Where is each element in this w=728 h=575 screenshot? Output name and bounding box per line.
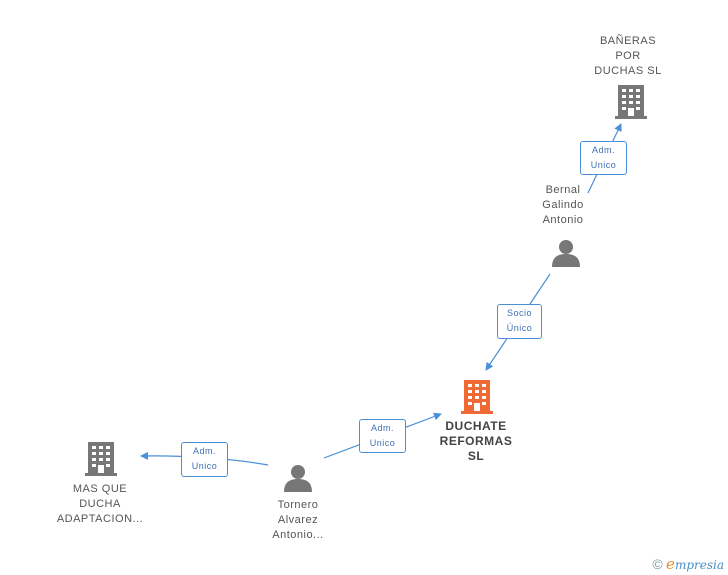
edge-label-bernal-banieras: Adm. Unico bbox=[580, 141, 627, 175]
node-label-bernal[interactable]: Bernal Galindo Antonio bbox=[542, 184, 584, 226]
person-icon[interactable] bbox=[283, 463, 313, 493]
building-icon[interactable] bbox=[85, 442, 117, 476]
edge-label-tornero-masque: Adm. Unico bbox=[181, 442, 228, 477]
brand-logo-initial: e bbox=[666, 555, 675, 573]
brand-footer: © empresia bbox=[652, 555, 724, 573]
node-label-duchate[interactable]: DUCHATE REFORMAS SL bbox=[439, 419, 513, 463]
copyright-symbol: © bbox=[652, 556, 663, 572]
node-label-masque[interactable]: MAS QUE DUCHA ADAPTACION... bbox=[56, 483, 144, 525]
edge-label-tornero-duchate: Adm. Unico bbox=[359, 419, 406, 453]
edge-label-bernal-duchate: Socio Único bbox=[497, 304, 542, 339]
person-icon[interactable] bbox=[551, 238, 581, 268]
building-icon-highlight[interactable] bbox=[461, 380, 493, 414]
brand-logo-text: mpresia bbox=[674, 558, 724, 572]
node-label-tornero[interactable]: Tornero Alvarez Antonio... bbox=[272, 499, 324, 541]
node-label-banieras[interactable]: BAÑERAS POR DUCHAS SL bbox=[594, 35, 662, 77]
building-icon[interactable] bbox=[615, 85, 647, 119]
